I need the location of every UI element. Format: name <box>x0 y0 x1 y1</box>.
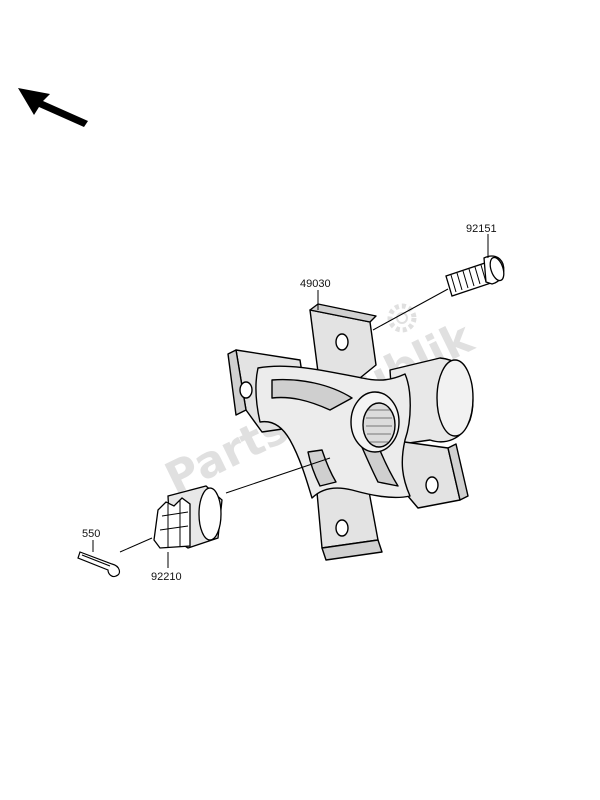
leader-lines <box>92 234 489 568</box>
castle-nut-drawing <box>153 485 223 549</box>
hub-drawing <box>227 303 474 561</box>
part-number-cotter-pin: 550 <box>82 528 100 540</box>
front-direction-arrow-icon <box>18 88 88 127</box>
part-number-bolt: 92151 <box>466 223 497 235</box>
part-number-nut: 92210 <box>151 571 182 583</box>
part-number-hub: 49030 <box>300 278 331 290</box>
watermark-gear-icon <box>387 303 417 333</box>
bolt-drawing <box>445 255 505 297</box>
cotter-pin-drawing <box>77 551 121 578</box>
